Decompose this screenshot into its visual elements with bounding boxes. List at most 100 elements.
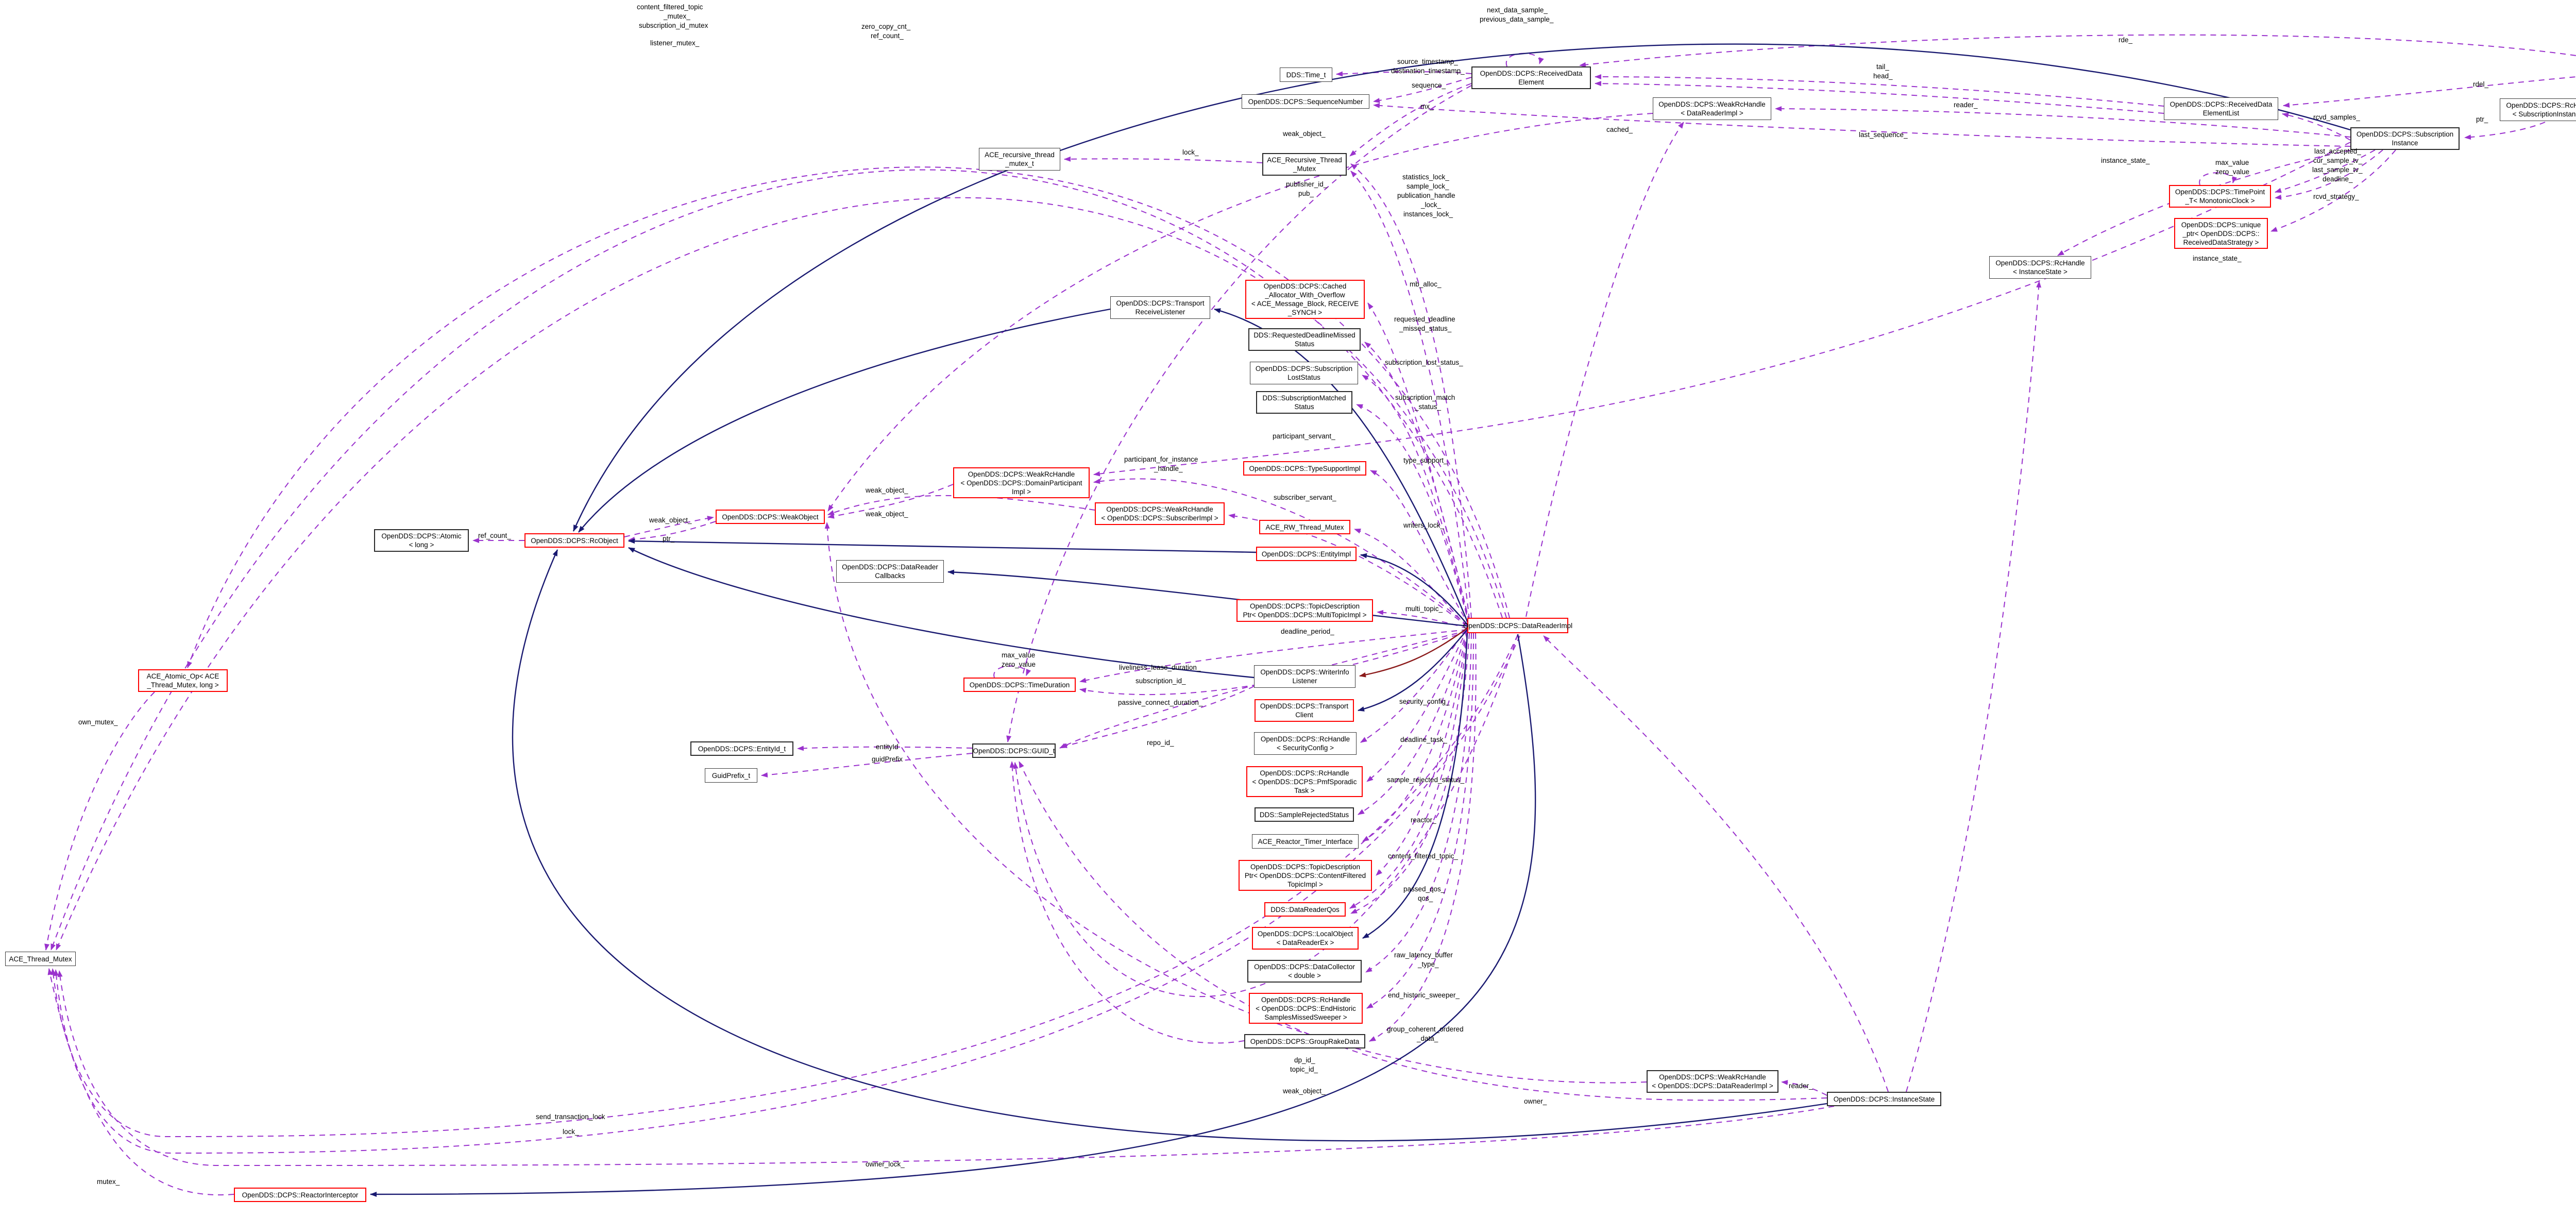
- node-line: ReceiveListener: [1135, 308, 1185, 316]
- node-unique-ptr-received-data-strategy[interactable]: OpenDDS::DCPS::unique_ptr< OpenDDS::DCPS…: [2174, 218, 2268, 249]
- node-rchandle-end-historic-sweeper[interactable]: OpenDDS::DCPS::RcHandle< OpenDDS::DCPS::…: [1249, 993, 1363, 1024]
- node-line: OpenDDS::DCPS::Transport: [1116, 299, 1205, 307]
- node-line: < OpenDDS::DCPS::DomainParticipant: [960, 479, 1082, 487]
- node-type-support-impl[interactable]: OpenDDS::DCPS::TypeSupportImpl: [1243, 461, 1366, 476]
- node-line: Impl >: [1011, 487, 1031, 496]
- node-weak-rchandle-datareaderimpl-bottom[interactable]: OpenDDS::DCPS::WeakRcHandle< OpenDDS::DC…: [1647, 1070, 1778, 1093]
- node-line: < DataReaderImpl >: [1681, 109, 1743, 117]
- node-line: OpenDDS::DCPS::WriterInfo: [1260, 668, 1349, 676]
- edge-label: pub_: [1298, 190, 1314, 197]
- node-weak-rchandle-datareaderimpl-top[interactable]: OpenDDS::DCPS::WeakRcHandle< DataReaderI…: [1653, 97, 1771, 120]
- node-ace-recursive-thread-mutex-t[interactable]: ACE_recursive_thread_mutex_t: [979, 148, 1060, 171]
- node-dds-time-t[interactable]: DDS::Time_t: [1280, 67, 1332, 82]
- node-rc-object[interactable]: OpenDDS::DCPS::RcObject: [524, 533, 624, 548]
- edge-label: rde_: [2119, 36, 2133, 44]
- edge-label: subscription_id_mutex: [639, 22, 708, 29]
- node-line: OpenDDS::DCPS::SequenceNumber: [1248, 97, 1363, 106]
- node-guid-t[interactable]: OpenDDS::DCPS::GUID_t: [972, 743, 1056, 758]
- node-line: OpenDDS::DCPS::RcHandle: [2506, 102, 2576, 109]
- node-datareader-impl[interactable]: OpenDDS::DCPS::DataReaderImpl: [1463, 618, 1572, 633]
- edge-label: entityId: [876, 743, 899, 751]
- node-line: < OpenDDS::DCPS::SubscriberImpl >: [1101, 514, 1218, 522]
- node-line: ACE_Thread_Mutex: [9, 955, 72, 963]
- node-line: DDS::DataReaderQos: [1270, 905, 1340, 914]
- edge-label: statistics_lock_: [1402, 173, 1449, 181]
- edge-label: group_coherent_ordered: [1387, 1025, 1464, 1033]
- node-line: OpenDDS::DCPS::unique: [2181, 221, 2261, 229]
- node-line: GuidPrefix_t: [711, 771, 751, 780]
- node-data-collector-double[interactable]: OpenDDS::DCPS::DataCollector< double >: [1247, 960, 1362, 983]
- node-line: < OpenDDS::DCPS::PmfSporadic: [1252, 777, 1357, 786]
- node-line: Status: [1294, 340, 1315, 348]
- node-group-rake-data[interactable]: OpenDDS::DCPS::GroupRakeData: [1244, 1034, 1365, 1048]
- node-rchandle-subscription-instance[interactable]: OpenDDS::DCPS::RcHandle< SubscriptionIns…: [2500, 98, 2576, 121]
- node-weak-rchandle-subscriber[interactable]: OpenDDS::DCPS::WeakRcHandle< OpenDDS::DC…: [1095, 502, 1225, 525]
- node-entity-impl[interactable]: OpenDDS::DCPS::EntityImpl: [1256, 547, 1357, 561]
- node-line: DDS::Time_t: [1286, 71, 1326, 79]
- edge-label: qos_: [1418, 894, 1433, 902]
- edge-label: type_support_: [1403, 456, 1448, 464]
- edge-label: deadline_: [2323, 175, 2353, 183]
- inheritance-edges: [370, 43, 2351, 1197]
- node-weak-rchandle-domain-participant[interactable]: OpenDDS::DCPS::WeakRcHandle< OpenDDS::DC…: [953, 467, 1090, 498]
- node-reactor-interceptor[interactable]: OpenDDS::DCPS::ReactorInterceptor: [234, 1188, 366, 1202]
- node-line: OpenDDS::DCPS::TimePoint: [2175, 188, 2265, 196]
- edge-label: zero_value: [2215, 168, 2250, 176]
- node-ace-thread-mutex[interactable]: ACE_Thread_Mutex: [5, 952, 76, 966]
- node-line: ACE_recursive_thread: [985, 151, 1055, 159]
- edge-label: reactor_: [1411, 816, 1436, 824]
- node-timepoint-monotonic[interactable]: OpenDDS::DCPS::TimePoint_T< MonotonicClo…: [2169, 185, 2271, 208]
- node-rchandle-security-config[interactable]: OpenDDS::DCPS::RcHandle< SecurityConfig …: [1254, 732, 1357, 755]
- node-line: ACE_Reactor_Timer_Interface: [1258, 837, 1353, 845]
- node-line: ACE_Atomic_Op< ACE: [146, 672, 219, 680]
- node-atomic-long[interactable]: OpenDDS::DCPS::Atomic< long >: [374, 529, 469, 552]
- node-line: OpenDDS::DCPS::LocalObject: [1257, 930, 1353, 938]
- node-instance-state[interactable]: OpenDDS::DCPS::InstanceState: [1827, 1092, 1941, 1106]
- node-rchandle-instance-state[interactable]: OpenDDS::DCPS::RcHandle< InstanceState >: [1989, 256, 2091, 279]
- node-ace-atomic-op[interactable]: ACE_Atomic_Op< ACE_Thread_Mutex, long >: [138, 669, 228, 692]
- node-rchandle-pmf-sporadic-task[interactable]: OpenDDS::DCPS::RcHandle< OpenDDS::DCPS::…: [1246, 766, 1363, 797]
- edge-label: weak_object_: [1283, 130, 1326, 138]
- node-datareader-qos[interactable]: DDS::DataReaderQos: [1264, 902, 1346, 917]
- node-sample-rejected-status[interactable]: DDS::SampleRejectedStatus: [1255, 807, 1354, 822]
- edge-label: cur_sample_tv_: [2313, 157, 2363, 164]
- edge-label: _missed_status_: [1399, 325, 1452, 332]
- node-entity-id-t[interactable]: OpenDDS::DCPS::EntityId_t: [690, 741, 793, 756]
- edge-label: content_filtered_topic: [637, 3, 703, 11]
- node-ace-recursive-thread-mutex[interactable]: ACE_Recursive_Thread_Mutex: [1262, 153, 1347, 176]
- node-ace-reactor-timer-interface[interactable]: ACE_Reactor_Timer_Interface: [1252, 834, 1359, 849]
- node-ace-rw-thread-mutex[interactable]: ACE_RW_Thread_Mutex: [1259, 520, 1350, 534]
- node-sequence-number[interactable]: OpenDDS::DCPS::SequenceNumber: [1242, 94, 1369, 109]
- edge-label: _status_: [1415, 403, 1442, 411]
- node-line: _Thread_Mutex, long >: [147, 681, 219, 689]
- edge-label: content_filtered_topic_: [1388, 852, 1458, 860]
- edge-label: ref_count_: [478, 532, 511, 539]
- node-line: Instance: [2392, 139, 2418, 147]
- node-weak-object[interactable]: OpenDDS::DCPS::WeakObject: [716, 510, 825, 524]
- edge-label: rdel_: [2473, 80, 2489, 88]
- node-time-duration[interactable]: OpenDDS::DCPS::TimeDuration: [963, 678, 1076, 692]
- edge-label: deadline_task_: [1400, 736, 1447, 743]
- node-local-object-datareaderex[interactable]: OpenDDS::DCPS::LocalObject< DataReaderEx…: [1252, 927, 1359, 950]
- node-cached-allocator[interactable]: OpenDDS::DCPS::Cached_Allocator_With_Ove…: [1245, 280, 1365, 319]
- edge-label: reader_: [1789, 1082, 1813, 1090]
- node-line: ACE_RW_Thread_Mutex: [1265, 523, 1344, 531]
- node-line: OpenDDS::DCPS::Transport: [1260, 702, 1349, 710]
- edge-label: destination_timestamp_: [1391, 67, 1465, 75]
- node-line: OpenDDS::DCPS::Cached: [1263, 282, 1347, 290]
- node-line: Listener: [1292, 677, 1317, 685]
- node-guid-prefix-t[interactable]: GuidPrefix_t: [705, 768, 757, 783]
